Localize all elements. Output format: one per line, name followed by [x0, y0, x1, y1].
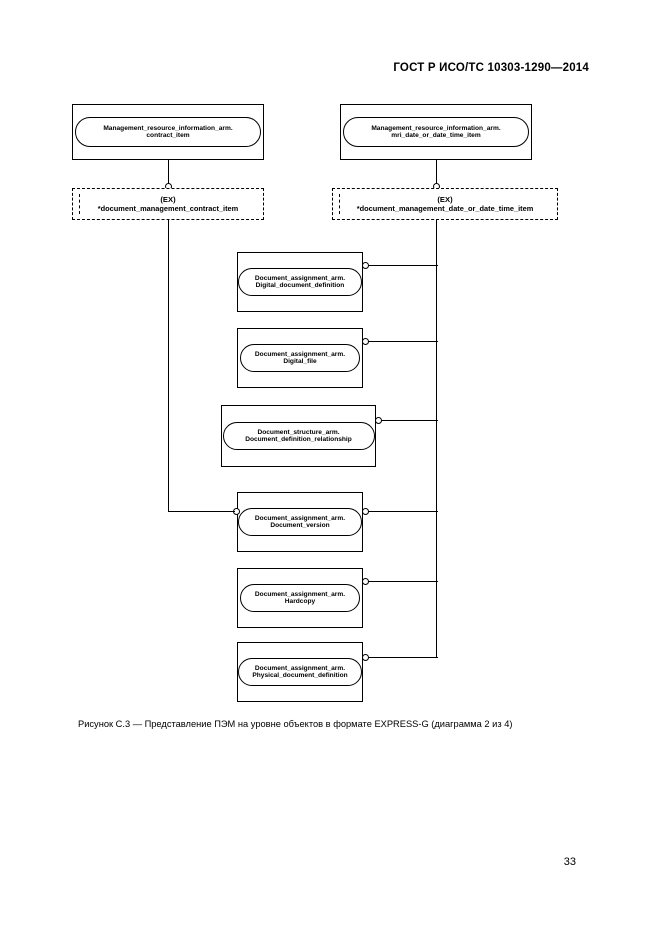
entity-label-line1: Document_assignment_arm. [254, 664, 346, 672]
entity-label-digital-file: Document_assignment_arm. Digital_file [240, 344, 360, 372]
entity-label-document-definition-relationship: Document_structure_arm. Document_definit… [222, 422, 375, 450]
relationship-left-bus-horizontal [168, 511, 235, 512]
entity-label-line2: Digital_file [283, 358, 317, 365]
interface-box-ex-contract-item[interactable]: (EX) *document_management_contract_item [72, 188, 264, 220]
page-number: 33 [563, 856, 576, 868]
entity-label-line2: Digital_document_definition [255, 282, 345, 289]
page-header: ГОСТ Р ИСО/ТС 10303-1290—2014 [393, 62, 589, 74]
entity-label-line1: Management_resource_information_arm. [103, 124, 233, 132]
entity-label-physical-document-definition: Document_assignment_arm. Physical_docume… [238, 658, 362, 686]
interface-left-stub [339, 194, 340, 214]
entity-label-line1: Document_assignment_arm. [254, 590, 346, 598]
entity-label-mri-date-or-date-time-item: Management_resource_information_arm. mri… [343, 117, 529, 147]
entity-label-line2: mri_date_or_date_time_item [391, 132, 481, 139]
entity-label-line2: Document_definition_relationship [245, 436, 352, 443]
relationship-right-bus-vertical [436, 220, 437, 657]
entity-label-line1: Document_assignment_arm. [254, 514, 346, 522]
entity-label-hardcopy: Document_assignment_arm. Hardcopy [240, 584, 360, 612]
interface-name-label: *document_management_date_or_date_time_i… [356, 204, 534, 214]
interface-kind-label: (EX) [437, 194, 453, 204]
entity-box-document-definition-relationship[interactable]: Document_structure_arm. Document_definit… [221, 405, 376, 467]
entity-box-contract-item[interactable]: Management_resource_information_arm. con… [72, 104, 264, 160]
entity-label-line2: contract_item [146, 132, 190, 139]
interface-name-label: *document_management_contract_item [97, 204, 239, 214]
interface-kind-label: (EX) [160, 194, 176, 204]
relationship-branch-document-definition-relationship [381, 420, 438, 421]
entity-label-line1: Document_assignment_arm. [254, 350, 346, 358]
entity-label-contract-item: Management_resource_information_arm. con… [75, 117, 261, 147]
entity-box-digital-file[interactable]: Document_assignment_arm. Digital_file [237, 328, 363, 388]
entity-box-mri-date-or-date-time-item[interactable]: Management_resource_information_arm. mri… [340, 104, 532, 160]
entity-label-line1: Document_structure_arm. [257, 428, 340, 436]
interface-box-ex-date-or-date-time-item[interactable]: (EX) *document_management_date_or_date_t… [332, 188, 558, 220]
relationship-branch-digital-document-definition [368, 265, 438, 266]
connector-mri-item-to-ex [436, 160, 437, 186]
entity-box-hardcopy[interactable]: Document_assignment_arm. Hardcopy [237, 568, 363, 628]
entity-box-document-version[interactable]: Document_assignment_arm. Document_versio… [237, 492, 363, 552]
entity-label-line2: Document_version [270, 522, 330, 529]
entity-label-line1: Management_resource_information_arm. [371, 124, 501, 132]
entity-box-digital-document-definition[interactable]: Document_assignment_arm. Digital_documen… [237, 252, 363, 312]
entity-label-line2: Physical_document_definition [252, 672, 348, 679]
relationship-left-bus-vertical [168, 220, 169, 512]
relationship-branch-digital-file [368, 341, 438, 342]
interface-left-stub [79, 194, 80, 214]
entity-box-physical-document-definition[interactable]: Document_assignment_arm. Physical_docume… [237, 642, 363, 702]
figure-caption: Рисунок С.3 — Представление ПЭМ на уровн… [78, 719, 513, 729]
entity-label-document-version: Document_assignment_arm. Document_versio… [238, 508, 362, 536]
relationship-branch-document-version [368, 511, 438, 512]
entity-label-line1: Document_assignment_arm. [254, 274, 346, 282]
relationship-branch-physical-document-definition [368, 657, 438, 658]
entity-label-digital-document-definition: Document_assignment_arm. Digital_documen… [238, 268, 362, 296]
connector-contract-item-to-ex [168, 160, 169, 186]
relationship-branch-hardcopy [368, 581, 438, 582]
entity-label-line2: Hardcopy [284, 598, 316, 605]
